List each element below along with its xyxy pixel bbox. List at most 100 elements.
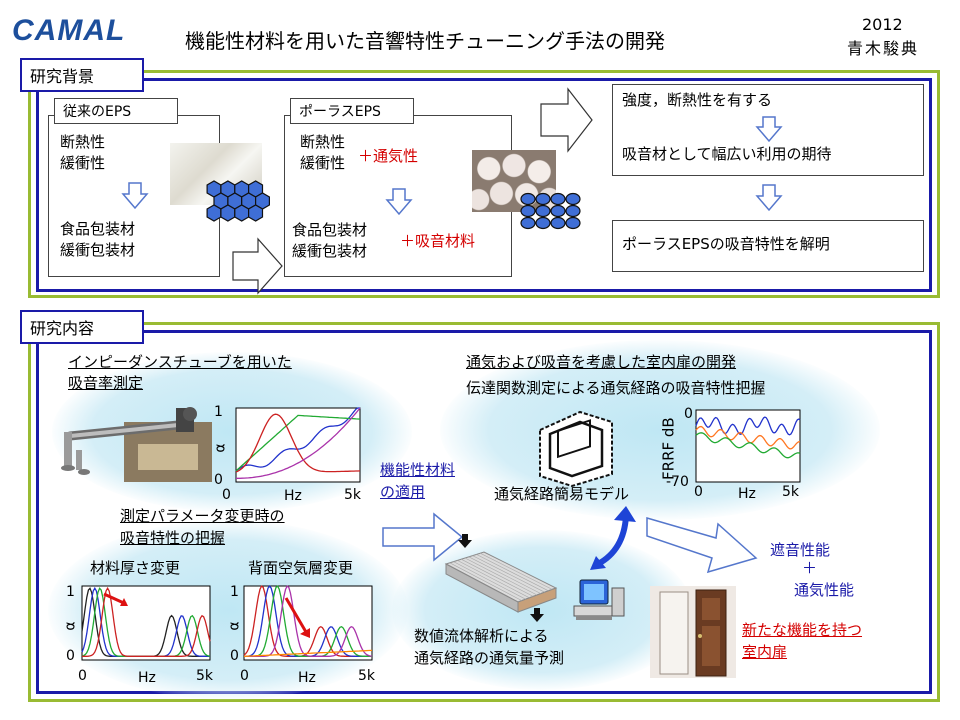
door-bubble [440, 340, 880, 520]
computer-icon [573, 579, 625, 620]
plot-x-label: Hz [284, 488, 302, 504]
cell-hexagon [247, 204, 264, 222]
author: 青木駿典 [847, 39, 920, 58]
conventional-use-2: 緩衝包装材 [60, 241, 136, 259]
new-door-line-1: 新たな機能を持つ [742, 621, 863, 639]
plot-y-bottom: 0 [214, 472, 223, 488]
content-frame-green [28, 322, 940, 702]
result-line-1: 遮音性能 [770, 541, 831, 559]
frf-y-top: 0 [684, 406, 693, 422]
series-blue [695, 416, 801, 436]
apply-line-1: 機能性材料 [380, 461, 456, 479]
plot-y-bottom: 0 [230, 648, 239, 664]
impedance-alpha-plot [235, 407, 361, 483]
vent-path-model [539, 410, 613, 488]
plot-frame [695, 409, 801, 483]
bead-circle [565, 204, 581, 218]
down-arrow-icon [755, 184, 783, 212]
right-arrow-icon [232, 237, 283, 295]
mesh-line [449, 562, 522, 601]
content-tag: 研究内容 [20, 310, 144, 344]
plot-x-right: 5k [344, 487, 362, 503]
param-title-2: 吸音特性の把握 [120, 529, 226, 547]
bead-circle [550, 204, 566, 218]
logo-text: CAMAL [12, 14, 126, 47]
porous-eps-label: ポーラスEPS [290, 98, 414, 124]
door-photo [650, 586, 736, 678]
plot-x-left: 0 [78, 668, 87, 684]
down-arrow-icon [121, 182, 149, 210]
bead-circle [520, 204, 536, 218]
mesh-line [457, 560, 530, 599]
plot-y-top: 1 [214, 404, 223, 420]
conventional-eps-label: 従来のEPS [54, 98, 178, 124]
cell-hexagon [206, 204, 222, 222]
series-purple [236, 407, 361, 479]
year: 2012 [862, 15, 903, 34]
logo-mark [10, 10, 130, 52]
cell-hexagon [220, 204, 236, 222]
porous-use-2: 緩衝包装材 [292, 242, 368, 260]
conventional-prop-1: 断熱性 [60, 133, 106, 151]
result-plus: ＋ [802, 559, 818, 577]
bead-circle [565, 192, 581, 206]
mesh-line [480, 552, 553, 590]
logo: CAMAL [10, 10, 130, 52]
open-cell-diagram [520, 192, 581, 230]
door-subtitle: 伝達関数測定による通気経路の吸音特性把握 [466, 379, 766, 397]
plot-y-top: 1 [230, 584, 239, 600]
bead-circle [565, 216, 581, 230]
cfd-line-2: 通気経路の通気量予測 [414, 649, 565, 667]
expectation-line-1: 強度，断熱性を有する [622, 91, 773, 109]
series-curve [82, 586, 211, 657]
plot-x-label: Hz [138, 670, 156, 686]
new-door-line-2: 室内扉 [742, 643, 788, 661]
mesh-line [468, 556, 541, 594]
impedance-tube-photo [61, 407, 212, 482]
background-frame-blue [36, 78, 932, 292]
frf-x-right: 5k [782, 484, 800, 500]
thickness-caption: 材料厚さ変更 [90, 559, 181, 577]
frf-plot [695, 409, 801, 483]
cfd-line-1: 数値流体解析による [414, 627, 549, 645]
trend-arrowhead [120, 598, 128, 606]
cfd-model-image [444, 551, 558, 613]
trend-arrow [284, 597, 308, 633]
series-curve [244, 585, 373, 657]
cell-hexagon [234, 204, 250, 222]
frf-y-label: FRRF dB [659, 417, 678, 480]
impedance-title-1: インピーダンスチューブを用いた [68, 353, 292, 371]
mesh-line [464, 557, 538, 596]
series-blue [235, 407, 360, 472]
right-arrow-icon [382, 512, 464, 562]
right-arrow-icon [540, 87, 593, 153]
content-frame-blue [36, 330, 932, 694]
airgap-caption: 背面空気層変更 [248, 559, 354, 577]
plot-x-right: 5k [358, 668, 376, 684]
trend-arrowhead [300, 628, 310, 638]
porous-plus-prop: ＋通気性 [358, 147, 419, 165]
plot-y-label: α [62, 621, 79, 631]
plot-y-top: 1 [66, 584, 75, 600]
down-arrow-icon [385, 188, 413, 216]
frf-x-label: Hz [738, 486, 756, 502]
expectation-line-2: 吸音材として幅広い利用の期待 [622, 145, 832, 163]
plot-x-label: Hz [298, 670, 316, 686]
door-title: 通気および吸音を考慮した室内扉の開発 [466, 353, 737, 371]
frf-y-bottom: -70 [666, 474, 689, 490]
frf-x-left: 0 [694, 484, 703, 500]
bead-circle [550, 192, 566, 206]
porous-plus-use: ＋吸音材料 [400, 232, 476, 250]
series-green [695, 432, 801, 459]
mesh-line [476, 554, 549, 592]
bead-circle [520, 192, 536, 206]
plot-x-right: 5k [196, 668, 214, 684]
plot-y-label: α [212, 443, 229, 453]
plot-x-left: 0 [240, 668, 249, 684]
black-down-arrow-icon [458, 534, 472, 548]
plot-y-bottom: 0 [66, 648, 75, 664]
porous-prop-1: 断熱性 [300, 133, 346, 151]
result-line-2: 通気性能 [794, 581, 855, 599]
right-arrow-icon [646, 517, 758, 574]
series-orange [695, 425, 801, 450]
